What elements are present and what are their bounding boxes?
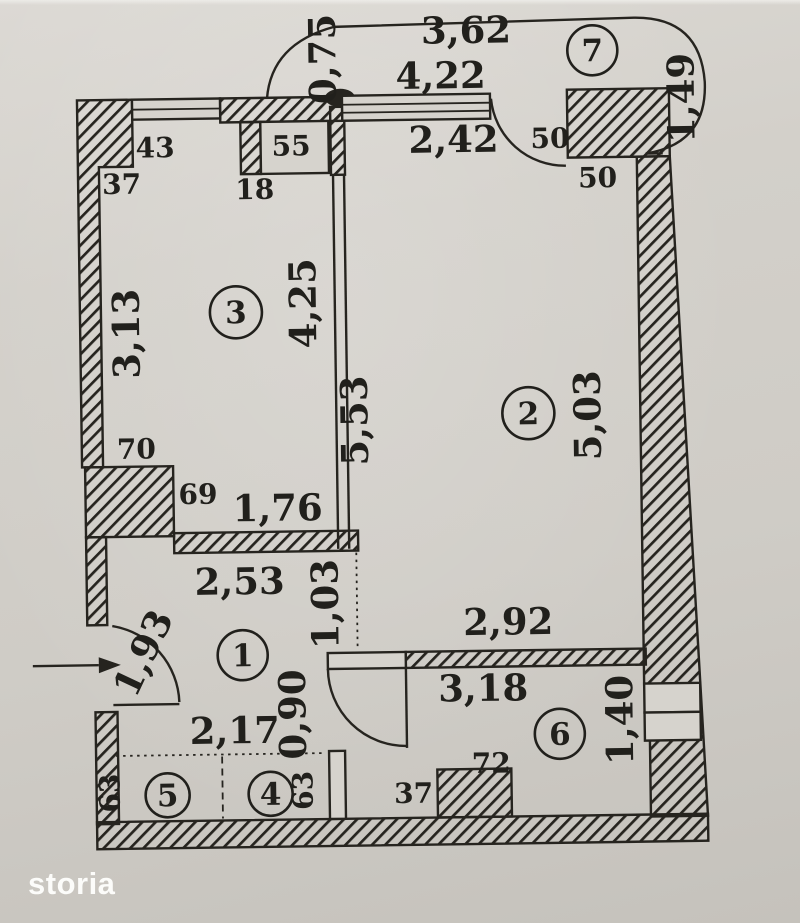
partition-room3-room2-right	[342, 174, 351, 549]
storia-watermark: storia	[28, 866, 116, 901]
dim-room1-top: 2,53	[194, 559, 285, 604]
wall-pillar-18	[239, 120, 263, 176]
label-box-55	[259, 119, 331, 176]
dim-opening-103: 1,03	[302, 559, 347, 650]
door-header-bathroom	[326, 650, 408, 671]
dim-wall50-lower: 50	[578, 161, 617, 195]
dim-room3-bottom: 1,76	[232, 485, 323, 530]
wall-step-room3	[83, 464, 176, 539]
dim-wall43: 43	[135, 131, 174, 165]
closet-boundary-dotted	[116, 752, 327, 757]
room-label-2: 2	[517, 396, 539, 432]
dim-door-090: 0,90	[270, 669, 315, 760]
window-room2-line1	[342, 101, 491, 106]
dim-room1-bottom: 2,17	[189, 708, 280, 753]
room-circle-1	[216, 628, 270, 682]
dim-balcony-depth: 1,49	[658, 53, 703, 144]
room-circle-5	[144, 771, 191, 819]
wall-room4-right	[327, 749, 348, 821]
dim-wall55: 55	[271, 129, 310, 163]
dim-balcony-width: 3,62	[421, 7, 512, 52]
wall-step-room6	[436, 767, 514, 819]
room-label-6: 6	[549, 717, 571, 753]
balcony-door-arc	[489, 98, 566, 167]
bathroom-door-arc	[326, 669, 408, 748]
dim-niche-height: 1,40	[597, 675, 642, 766]
window-room2	[340, 92, 492, 122]
room-circle-4	[247, 770, 294, 818]
dim-closet63-left: 63	[93, 773, 127, 812]
niche-box-upper	[642, 681, 702, 714]
dim-window-width: 2,42	[408, 117, 499, 162]
dim-wall18: 18	[235, 173, 274, 207]
wall-corner-top-right	[565, 86, 672, 159]
room-circle-2	[501, 385, 556, 441]
wall-top-left-corner	[75, 98, 135, 469]
room-label-4: 4	[260, 777, 282, 813]
dim-wall37: 37	[102, 168, 141, 202]
room-label-1: 1	[232, 638, 254, 674]
room-circle-7	[565, 23, 619, 77]
dim-wall37-bottom: 37	[394, 777, 433, 811]
dim-room3-right-height: 4,25	[280, 258, 325, 349]
bathroom-door-leaf	[404, 667, 409, 748]
entrance-door-leaf	[113, 702, 180, 707]
dim-step72: 72	[472, 746, 511, 780]
dim-room2-bottom: 2,92	[463, 599, 554, 644]
wall-bottom	[95, 812, 710, 851]
window-room2-line2	[342, 109, 491, 114]
dim-room2-left-height: 5,53	[332, 375, 377, 466]
room-label-7: 7	[581, 33, 603, 69]
balcony-outline	[265, 16, 706, 155]
plan-group: 1 2 3 4 5 6 7 3,62 0,75 4,22 2,42 1,49 5…	[32, 7, 710, 851]
dim-step69: 69	[178, 478, 217, 512]
window-room3-midline	[132, 107, 221, 111]
partition-room3-room2-left	[331, 174, 340, 549]
niche-box-lower	[643, 710, 703, 742]
dim-balcony-side: 0,75	[300, 14, 345, 105]
closet-divider-dashed	[221, 756, 224, 819]
room-label-3: 3	[225, 295, 247, 331]
dim-closet63-right: 63	[286, 771, 320, 810]
room-circle-6	[533, 707, 587, 761]
room-circle-3	[208, 284, 264, 340]
wall-room3-bottom	[172, 529, 360, 555]
entrance-arrow-shaft	[32, 664, 99, 668]
wall-left-mid	[84, 535, 109, 627]
dim-room3-left-height: 3,13	[104, 288, 149, 379]
dim-room6-width: 3,18	[438, 665, 529, 710]
dim-wall50-upper: 50	[530, 122, 569, 156]
entrance-door-arc	[112, 624, 181, 703]
dim-step70: 70	[117, 432, 156, 466]
partition-top-hatched	[328, 105, 347, 177]
room-label-5: 5	[157, 778, 179, 814]
room1-room2-dotted	[355, 552, 359, 651]
dim-room2-right-height: 5,03	[565, 370, 610, 461]
entrance-arrow-icon	[98, 657, 121, 674]
dim-entrance-width: 1,93	[104, 603, 182, 703]
dim-top-width: 4,22	[395, 53, 486, 98]
